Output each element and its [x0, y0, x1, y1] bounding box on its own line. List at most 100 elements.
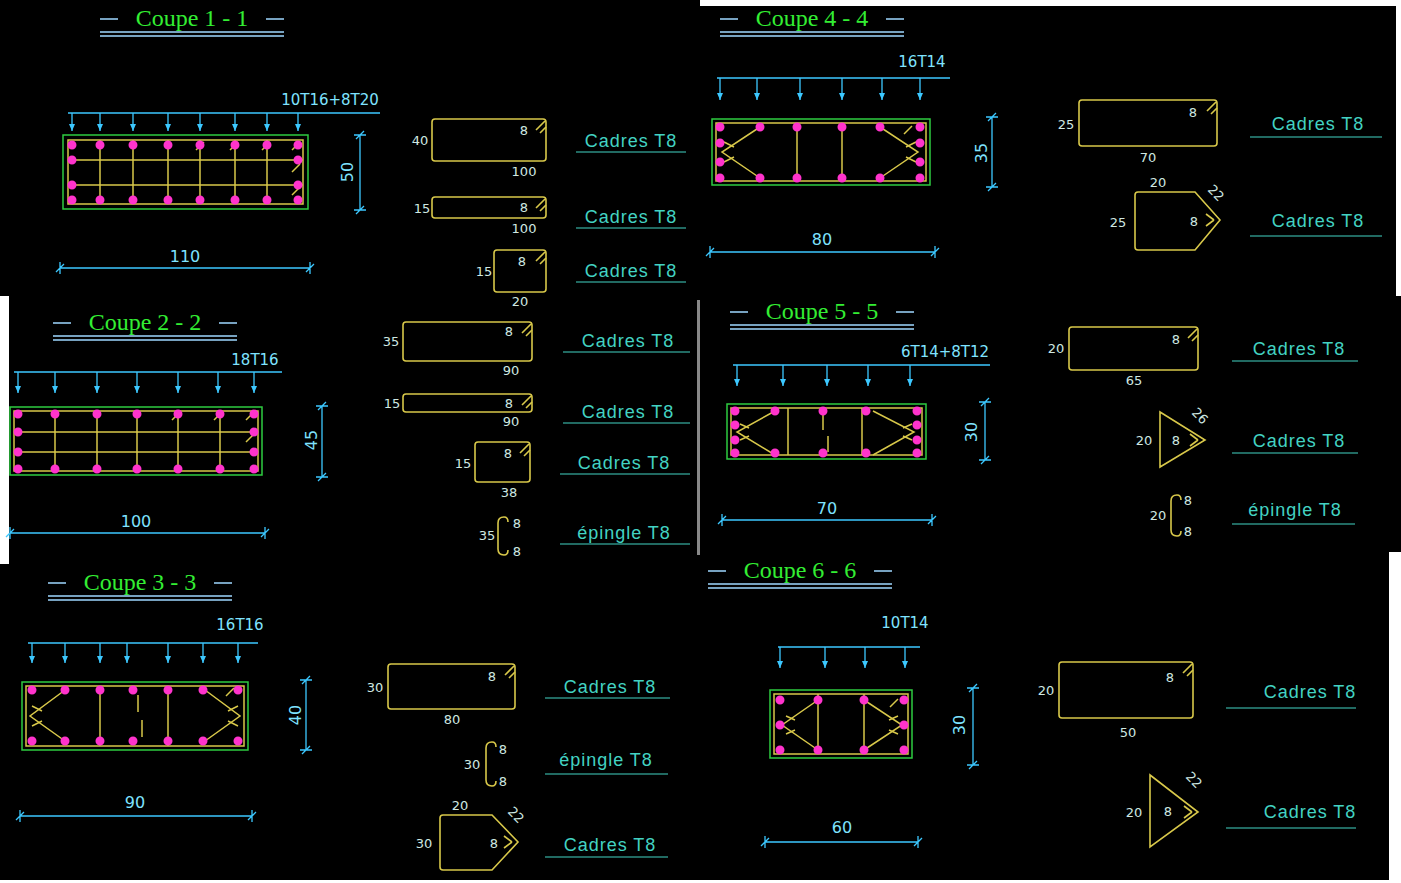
- section-title: Coupe 6 - 6: [744, 558, 857, 582]
- sheet-strip: [1396, 0, 1401, 296]
- sheet-strip: [1389, 552, 1401, 883]
- stirrup-dimension: 20: [1126, 806, 1143, 819]
- stirrup-label: Cadres T8: [1264, 683, 1357, 701]
- label-underline: [545, 137, 1382, 857]
- stirrup-hook: [522, 396, 532, 408]
- stirrup-dimension: 8: [490, 837, 498, 850]
- stirrup-hook: [172, 412, 254, 442]
- rebar: [780, 700, 904, 750]
- dimension-value: 70: [817, 501, 837, 517]
- stirrup-hook: [1183, 664, 1193, 676]
- stirrup: [731, 408, 922, 455]
- section-title: Coupe 2 - 2: [89, 310, 202, 334]
- stirrup: [774, 694, 908, 754]
- stirrup-dimension: 8: [505, 397, 513, 410]
- beam-section: [706, 78, 998, 258]
- section-title: Coupe 3 - 3: [84, 570, 197, 594]
- stirrup-hook: [1190, 434, 1198, 446]
- stirrup-shape: [440, 815, 518, 870]
- stirrup-dimension: 15: [414, 202, 431, 215]
- pin-shape: [1171, 495, 1181, 536]
- stirrup-label: Cadres T8: [585, 208, 678, 226]
- rebar-leader: [28, 643, 258, 663]
- stirrup-shape: [1135, 192, 1220, 250]
- stirrup-shape: [1069, 327, 1198, 370]
- arrowhead: [69, 124, 301, 131]
- dimension-value: 80: [812, 232, 832, 248]
- stirrup-dimension: 8: [499, 743, 507, 756]
- dimension-value: 30: [964, 422, 980, 442]
- stirrup-dimension: 8: [505, 325, 513, 338]
- stirrup-dimension: 100: [512, 165, 537, 178]
- stirrup-hook: [536, 199, 546, 211]
- stirrup-label: Cadres T8: [585, 132, 678, 150]
- stirrup-dimension: 20: [1048, 342, 1065, 355]
- stirrup-hook: [520, 444, 530, 456]
- stirrup-label: Cadres T8: [564, 678, 657, 696]
- rebar-leader: [778, 647, 920, 668]
- stirrup: [26, 686, 244, 746]
- stirrup-shapes: [1079, 100, 1220, 250]
- stirrup: [68, 140, 303, 204]
- stirrup: [737, 408, 914, 455]
- stirrup-label: Cadres T8: [578, 454, 671, 472]
- stirrup-label: Cadres T8: [1253, 340, 1346, 358]
- stirrup: [14, 411, 258, 471]
- stirrup-label: Cadres T8: [582, 332, 675, 350]
- stirrup-dimension: 25: [1058, 118, 1075, 131]
- stirrup-dimension: 8: [520, 201, 528, 214]
- stirrup-hook: [1206, 214, 1214, 226]
- stirrup: [782, 694, 902, 754]
- stirrup-dimension: 15: [455, 457, 472, 470]
- stirrup: [30, 686, 240, 746]
- stirrup-shapes: [388, 664, 518, 870]
- arrowhead: [29, 656, 241, 663]
- stirrup-shape: [432, 119, 546, 161]
- stirrup-dimension: 20: [512, 295, 529, 308]
- stirrup-hook: [536, 252, 546, 264]
- dimension-value: 100: [121, 514, 152, 530]
- stirrup-shape: [494, 250, 546, 292]
- stirrup-dimension: 8: [1190, 215, 1198, 228]
- stirrup-shape: [388, 664, 515, 709]
- stirrup-dimension: 26: [1190, 406, 1211, 427]
- rebar-callout: 10T14: [881, 616, 928, 631]
- concrete-outline: [22, 682, 248, 750]
- dimension-value: 110: [170, 249, 201, 265]
- dimension-value: 90: [125, 795, 145, 811]
- concrete-outline: [10, 407, 262, 475]
- concrete-outline: [727, 404, 926, 459]
- stirrup-hook: [724, 126, 916, 162]
- rebar-leader: [14, 372, 282, 393]
- stirrup-shape: [475, 442, 530, 482]
- dimension-line: [761, 684, 979, 848]
- stirrup-shape: [1059, 662, 1193, 718]
- rebar-callout: 16T14: [898, 55, 945, 70]
- rebar-callout: 10T16+8T20: [281, 93, 379, 108]
- stirrup-dimension: 20: [1038, 684, 1055, 697]
- stirrup-dimension: 8: [1184, 525, 1192, 538]
- pin-shape: [498, 517, 508, 555]
- stirrup-dimension: 40: [412, 134, 429, 147]
- section-title: Coupe 5 - 5: [766, 299, 879, 323]
- stirrup: [68, 140, 303, 204]
- stirrup-hook: [740, 424, 912, 440]
- dimension-value: 30: [952, 715, 968, 735]
- stirrup-dimension: 70: [1140, 151, 1157, 164]
- stirrup-dimension: 20: [1150, 509, 1167, 522]
- stirrup-dimension: 22: [1206, 183, 1227, 204]
- arrowhead: [734, 379, 913, 386]
- rebar-leader: [733, 365, 990, 386]
- stirrup-dimension: 65: [1126, 374, 1143, 387]
- concrete-outline: [63, 135, 308, 209]
- stirrup-dimension: 30: [367, 681, 384, 694]
- stirrup-hook: [504, 836, 512, 848]
- stirrup-dimension: 38: [501, 486, 518, 499]
- stirrup-shape: [403, 394, 532, 412]
- beam-section: [761, 647, 979, 848]
- stirrup-dimension: 35: [479, 529, 496, 542]
- stirrup-shapes: [403, 322, 532, 555]
